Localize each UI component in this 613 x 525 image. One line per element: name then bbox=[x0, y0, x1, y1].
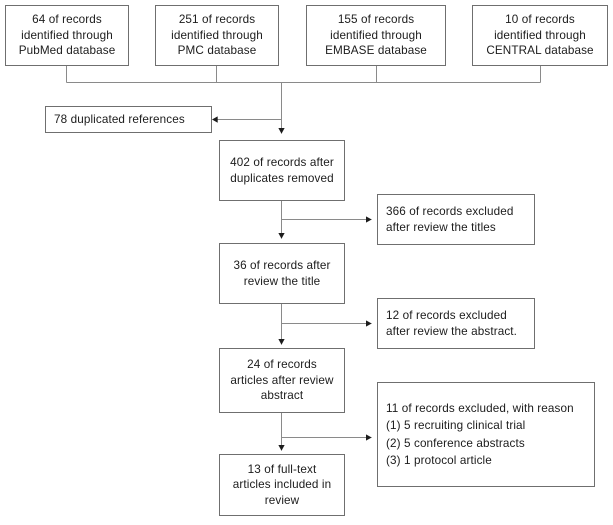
node-after-titles: 36 of records after review the title bbox=[219, 243, 345, 304]
node-duplicated-references: 78 duplicated references bbox=[45, 106, 212, 133]
node-source-pubmed: 64 of records identified through PubMed … bbox=[5, 5, 129, 66]
node-excluded-after-abstracts: 12 of records excluded after review the … bbox=[377, 298, 535, 349]
node-source-central: 10 of records identified through CENTRAL… bbox=[472, 5, 608, 66]
node-after-abstracts: 24 of records articles after review abst… bbox=[219, 348, 345, 413]
node-excluded-with-reasons: 11 of records excluded, with reason (1) … bbox=[377, 382, 595, 487]
node-excluded-after-titles: 366 of records excluded after review the… bbox=[377, 194, 535, 245]
node-after-duplicates: 402 of records after duplicates removed bbox=[219, 140, 345, 201]
node-source-embase: 155 of records identified through EMBASE… bbox=[306, 5, 446, 66]
node-included-fulltext: 13 of full-text articles included in rev… bbox=[219, 454, 345, 516]
node-source-pmc: 251 of records identified through PMC da… bbox=[155, 5, 279, 66]
